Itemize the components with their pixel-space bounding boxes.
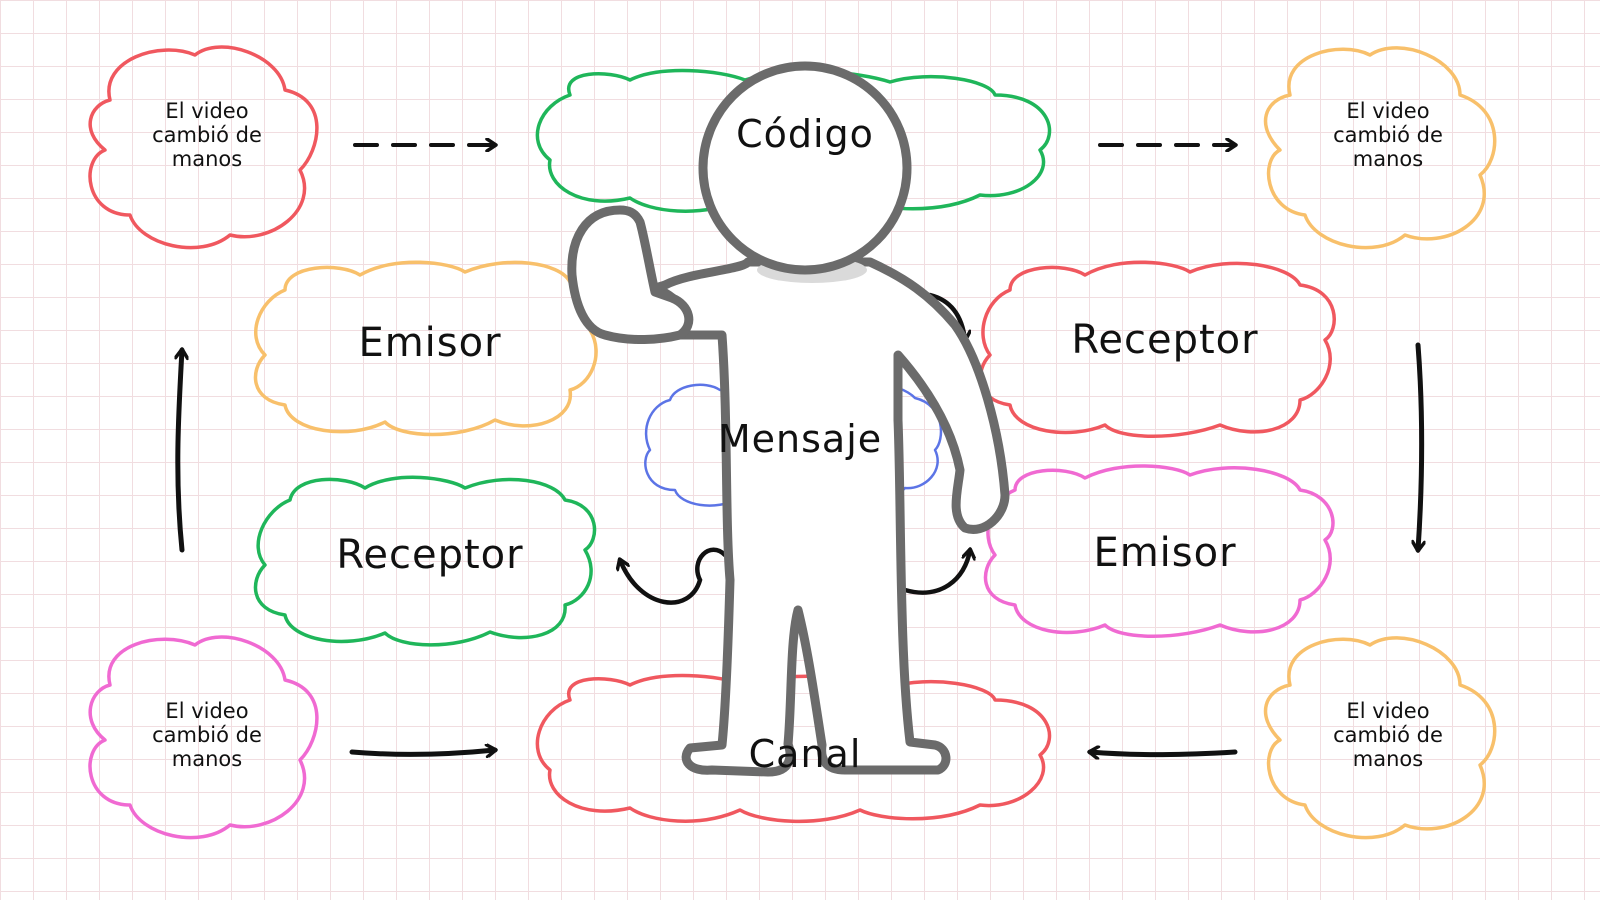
- cloud-codigo: [535, 68, 1052, 214]
- cloud-note-top-left: [88, 45, 319, 250]
- receptor-right-label: Receptor: [1071, 317, 1259, 363]
- cloud-emisor-right: [983, 464, 1335, 638]
- codigo-label: Código: [736, 112, 874, 157]
- figure-head: [698, 61, 912, 275]
- receptor-left-label: Receptor: [336, 532, 524, 578]
- cloud-emisor-left: [253, 260, 602, 437]
- cloud-note-top-right: [1263, 46, 1497, 250]
- cloud-receptor-right: [978, 260, 1336, 438]
- arrow-right-down: [1418, 342, 1422, 550]
- arrow-bottom-right: [1090, 752, 1238, 755]
- mensaje-label: Mensaje: [717, 417, 883, 462]
- cloud-note-bottom-right: [1263, 636, 1497, 840]
- arrow-left-up: [178, 350, 182, 553]
- note-bottom-right-label: El video cambió de manos: [1333, 699, 1443, 771]
- arrow-bottom-left: [349, 750, 495, 754]
- arrow-to-receptor-left: [620, 547, 728, 605]
- arrow-to-emisor-right: [902, 550, 970, 595]
- cloud-note-bottom-left: [88, 635, 319, 840]
- note-bottom-left-label: El video cambió de manos: [152, 699, 262, 771]
- emisor-left-label: Emisor: [358, 320, 502, 366]
- note-top-right-label: El video cambió de manos: [1333, 99, 1443, 171]
- figure-raised-hand: [567, 205, 694, 345]
- stick-figure-waving-icon: [567, 61, 1010, 777]
- emisor-right-label: Emisor: [1093, 530, 1237, 576]
- cloud-receptor-left: [253, 475, 597, 647]
- figure-body: [650, 257, 1010, 777]
- note-top-left-label: El video cambió de manos: [152, 99, 262, 171]
- canal-label: Canal: [748, 732, 862, 777]
